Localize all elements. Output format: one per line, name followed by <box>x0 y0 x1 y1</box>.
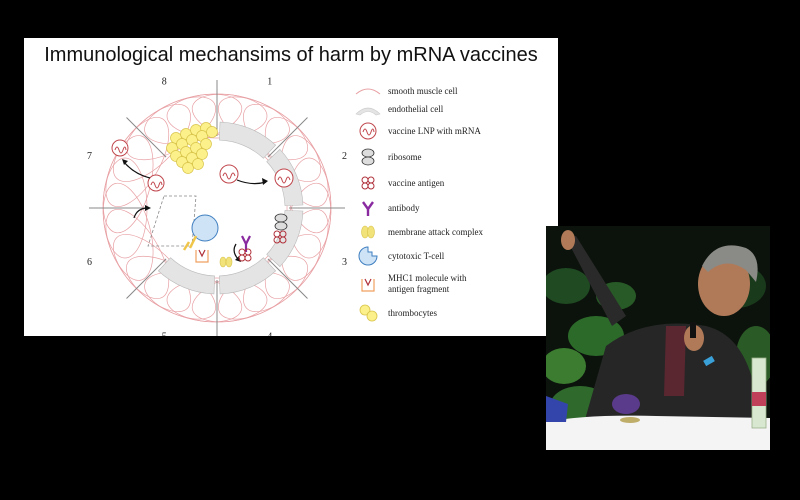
endothelial-cell <box>219 121 277 159</box>
t-cell-segment-5 <box>182 214 219 251</box>
legend-item-t-cell: cytotoxic T-cell <box>354 245 444 267</box>
thrombocytes-icon <box>354 302 382 324</box>
antigen-segment-3 <box>273 230 287 244</box>
lnp-segment-7-outer <box>111 139 129 157</box>
endothelial-cell <box>219 257 277 295</box>
ribosome-segment-3 <box>274 213 288 231</box>
mhc1-molecule-icon <box>354 273 382 295</box>
lnp-segment-7-inner <box>147 174 165 192</box>
table <box>546 415 770 450</box>
segment-separator <box>126 117 167 158</box>
segment-number-4: 4 <box>267 331 272 336</box>
presentation-slide: Immunological mechansims of harm by mRNA… <box>24 38 558 336</box>
endothelial-layer <box>157 121 304 295</box>
antigen-segment-4 <box>238 248 252 262</box>
legend-item-antibody: antibody <box>354 197 420 219</box>
antibody-segment-4 <box>241 235 251 252</box>
membrane-attack-complex-icon <box>354 221 382 243</box>
microphone <box>690 322 696 338</box>
segment-separator <box>126 258 167 299</box>
lnp-segment-1 <box>219 164 239 184</box>
thrombocyte <box>192 158 204 170</box>
segment-separators <box>89 80 345 336</box>
blue-object-left <box>546 396 568 422</box>
segment-numbers: 1 2 3 4 5 6 7 8 <box>87 77 347 336</box>
purple-object <box>612 394 640 414</box>
antibody-icon <box>354 197 382 219</box>
vaccine-lnp-icon <box>354 120 382 142</box>
endothelial-cell-icon <box>354 98 382 120</box>
segment-number-6: 6 <box>87 257 92 268</box>
legend-item-antigen: vaccine antigen <box>354 172 444 194</box>
smooth-muscle-cell-icon <box>354 80 382 102</box>
segment-number-2: 2 <box>342 151 347 162</box>
legend-item-mac: membrane attack complex <box>354 221 483 243</box>
segment-number-7: 7 <box>87 151 92 162</box>
vaccine-antigen-icon <box>354 172 382 194</box>
thrombocyte <box>200 138 212 150</box>
segment-number-3: 3 <box>342 257 347 268</box>
smooth-muscle-cell <box>105 208 170 300</box>
segment-number-8: 8 <box>162 77 167 88</box>
mac-segment-4 <box>219 256 233 268</box>
endothelial-cell <box>157 257 215 295</box>
thrombocyte <box>206 126 218 138</box>
presenter-video <box>546 226 770 450</box>
legend-item-ribosome: ribosome <box>354 146 422 168</box>
small-dish <box>620 417 640 423</box>
segment-separator <box>267 117 308 158</box>
segment-number-1: 1 <box>267 77 272 88</box>
presenter-scene <box>546 226 770 450</box>
thrombocyte-cluster <box>166 122 218 174</box>
smooth-muscle-cell <box>105 116 170 208</box>
legend-item-endothelial: endothelial cell <box>354 98 443 120</box>
slide-title: Immunological mechansims of harm by mRNA… <box>44 44 538 66</box>
segment-number-5: 5 <box>162 331 167 336</box>
bottle-label <box>752 392 766 406</box>
presenter-shirt <box>664 326 686 396</box>
smooth-muscle-cell <box>102 182 154 281</box>
detached-cell-outline <box>147 195 197 247</box>
ribosome-icon <box>354 146 382 168</box>
mechanism-diagram: 1 2 3 4 5 6 7 8 <box>87 77 347 336</box>
wristband <box>703 355 715 367</box>
legend-item-mhc: MHC1 molecule with antigen fragment <box>354 273 467 295</box>
legend-item-thrombocytes: thrombocytes <box>354 302 437 324</box>
cytotoxic-t-cell-icon <box>354 245 382 267</box>
mhc-segment-5 <box>195 249 209 263</box>
legend-item-smooth-muscle: smooth muscle cell <box>354 80 458 102</box>
thrombocyte <box>196 148 208 160</box>
legend-item-lnp: vaccine LNP with mRNA <box>354 120 481 142</box>
segment-separator <box>267 258 308 299</box>
thrombocyte <box>182 162 194 174</box>
presenter-raised-hand <box>561 230 575 250</box>
presenter-hair <box>702 245 758 282</box>
lnp-segment-2 <box>274 168 294 188</box>
presenter-raised-arm <box>566 236 626 326</box>
